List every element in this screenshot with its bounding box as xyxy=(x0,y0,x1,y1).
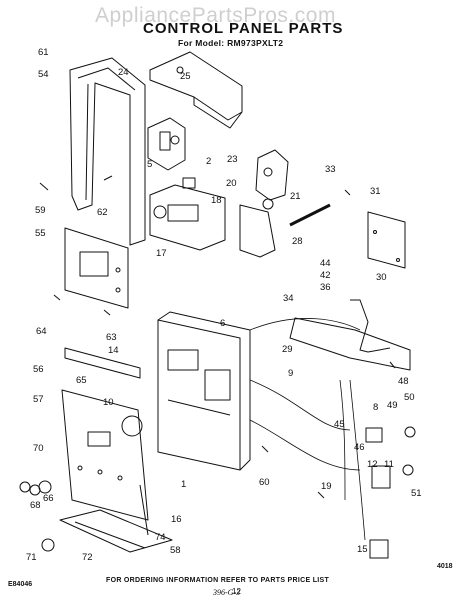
callout-48: 48 xyxy=(398,376,409,387)
callout-19: 19 xyxy=(321,481,332,492)
callout-59: 59 xyxy=(35,205,46,216)
kick-plate-part xyxy=(59,484,173,553)
watermark: AppliancePartsPros.com xyxy=(95,4,336,27)
clock-module-part xyxy=(149,177,226,251)
mounting-bracket-part xyxy=(239,204,276,258)
knob-part-68 xyxy=(29,484,41,496)
callout-70: 70 xyxy=(33,443,44,454)
callout-30: 30 xyxy=(376,272,387,283)
page-number: 12 xyxy=(232,587,241,596)
side-frame-part xyxy=(69,57,146,246)
page-title: CONTROL PANEL PARTS xyxy=(143,20,344,37)
model-line: For Model: RM973PXLT2 xyxy=(178,38,284,48)
callout-71: 71 xyxy=(26,552,37,563)
relay-part-8 xyxy=(365,427,383,443)
callout-6: 6 xyxy=(220,318,225,329)
ordering-note: FOR ORDERING INFORMATION REFER TO PARTS … xyxy=(106,577,330,584)
callout-15: 15 xyxy=(357,544,368,555)
callout-57: 57 xyxy=(33,394,44,405)
callout-28: 28 xyxy=(292,236,303,247)
display-panel-part xyxy=(64,227,129,309)
callout-66: 66 xyxy=(43,493,54,504)
relay-part-15 xyxy=(369,539,389,559)
callout-21: 21 xyxy=(290,191,301,202)
circuit-board-part xyxy=(367,211,406,269)
callout-68: 68 xyxy=(30,500,41,511)
callout-29: 29 xyxy=(282,344,293,355)
fastener-screws xyxy=(39,175,396,499)
callout-33: 33 xyxy=(325,164,336,175)
sensor-part-51 xyxy=(402,464,414,476)
knob-part-66 xyxy=(38,480,52,494)
callout-11: 11 xyxy=(384,459,394,470)
part-drawings xyxy=(19,51,416,559)
relay-part-11 xyxy=(371,465,391,489)
rod-part xyxy=(289,203,331,227)
callout-20: 20 xyxy=(226,178,237,189)
callout-31: 31 xyxy=(370,186,381,197)
top-bracket-part xyxy=(149,51,243,129)
document-code: E84046 xyxy=(8,581,33,588)
callout-5: 5 xyxy=(147,159,152,170)
callout-45: 45 xyxy=(334,419,345,430)
sensor-part-50 xyxy=(404,426,416,438)
wire-harness xyxy=(249,318,366,541)
callout-34: 34 xyxy=(283,293,294,304)
callout-55: 55 xyxy=(35,228,46,239)
switch-part xyxy=(147,117,186,171)
callout-44: 44 xyxy=(320,258,331,269)
callout-54: 54 xyxy=(38,69,49,80)
knob-part-70 xyxy=(19,481,31,493)
figure-id: 4018 xyxy=(437,563,453,570)
trim-strip-part xyxy=(64,347,141,379)
callout-64: 64 xyxy=(36,326,47,337)
callout-14: 14 xyxy=(108,345,119,356)
callout-62: 62 xyxy=(97,207,108,218)
control-housing-part xyxy=(157,311,251,471)
mounting-plate-part xyxy=(289,299,411,371)
front-panel-part xyxy=(61,389,149,521)
callout-25: 25 xyxy=(180,71,191,82)
callout-56: 56 xyxy=(33,364,44,375)
thermostat-part xyxy=(255,149,289,201)
callout-10: 10 xyxy=(103,397,114,408)
callout-labels: 61 54 24 25 2 5 23 33 31 18 20 21 59 62 … xyxy=(26,47,422,563)
knob-part-21 xyxy=(262,198,274,210)
callout-42: 42 xyxy=(320,270,331,281)
callout-23: 23 xyxy=(227,154,238,165)
callout-2: 2 xyxy=(206,156,211,167)
callout-61: 61 xyxy=(38,47,49,58)
callout-16: 16 xyxy=(171,514,182,525)
callout-36: 36 xyxy=(320,282,331,293)
callout-72: 72 xyxy=(82,552,93,563)
callout-8: 8 xyxy=(373,402,378,413)
callout-65: 65 xyxy=(76,375,87,386)
callout-17: 17 xyxy=(156,248,167,259)
knob-part-71 xyxy=(41,538,55,552)
callout-18: 18 xyxy=(211,195,222,206)
callout-63: 63 xyxy=(106,332,117,343)
callout-1: 1 xyxy=(181,479,186,490)
callout-60: 60 xyxy=(259,477,270,488)
callout-58: 58 xyxy=(170,545,181,556)
callout-51: 51 xyxy=(411,488,422,499)
callout-46: 46 xyxy=(354,442,365,453)
callout-24: 24 xyxy=(118,67,129,78)
callout-12: 12 xyxy=(367,459,378,470)
handwritten-note: 396-G-3 xyxy=(213,588,241,597)
callout-49: 49 xyxy=(387,400,398,411)
callout-50: 50 xyxy=(404,392,415,403)
callout-9: 9 xyxy=(288,368,293,379)
callout-74: 74 xyxy=(155,532,166,543)
